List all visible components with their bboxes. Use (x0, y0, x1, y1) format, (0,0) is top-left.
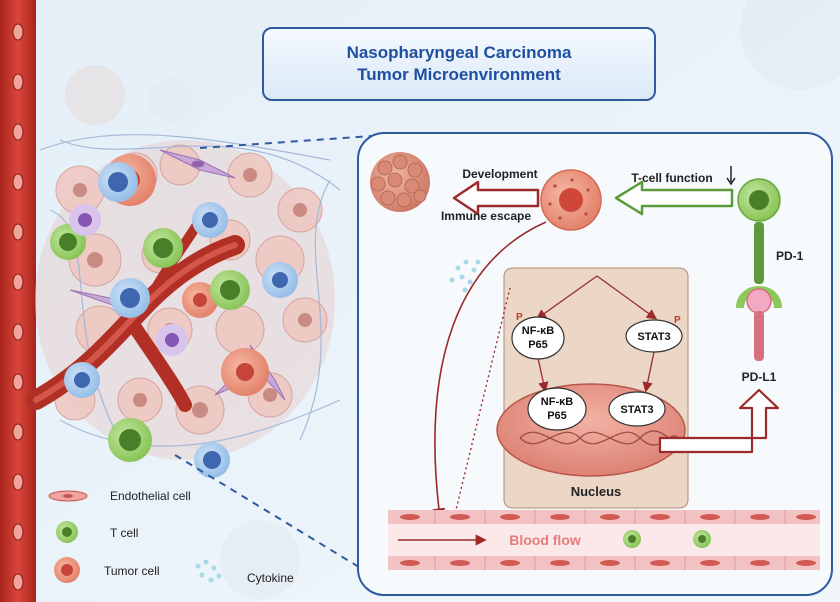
stat3-phospho-mark: P (674, 315, 681, 326)
signal-branch-arrows (535, 275, 658, 393)
vessel-t-cells (623, 530, 711, 548)
legend-endothelial-icon (48, 490, 88, 502)
pdl1-ligand (746, 288, 772, 361)
legend-t-cell-label: T cell (110, 526, 138, 540)
legend: Endothelial cell T cell Tumor cell Cytok… (48, 489, 294, 585)
development-arrow (452, 180, 540, 216)
nfkb-lower-node (527, 387, 587, 431)
legend-t-cell-icon (56, 521, 78, 543)
t-cells-cluster (50, 224, 250, 462)
legend-endothelial-label: Endothelial cell (110, 489, 191, 503)
stat3-upper-node (625, 319, 683, 353)
blood-flow-label: Blood flow (509, 532, 581, 548)
immune-cells-cluster (64, 162, 298, 478)
nfkb-phospho-mark: P (516, 312, 523, 323)
tumor-mass (370, 152, 430, 212)
nfkb-upper-line1: NF-κB (522, 325, 554, 337)
stat3-lower-label: STAT3 (620, 404, 653, 416)
immune-escape-label: Immune escape (441, 209, 531, 223)
legend-cytokine-label: Cytokine (247, 571, 294, 585)
nucleus-label: Nucleus (571, 484, 622, 499)
nfkb-lower-line2: P65 (547, 410, 567, 422)
nfkb-lower-line1: NF-κB (541, 396, 573, 408)
legend-tumor-cell-icon (54, 557, 80, 583)
artery (0, 0, 36, 602)
nfkb-upper-line2: P65 (528, 339, 548, 351)
t-cell-detail (737, 178, 781, 222)
decrease-arrow-icon (726, 166, 736, 186)
legend-cytokine-icon (195, 559, 222, 583)
blood-vessel (388, 510, 820, 570)
title-line2: Tumor Microenvironment (357, 65, 561, 84)
nfkb-upper-node (511, 316, 565, 360)
t-cell-function-label: T-cell function (631, 171, 712, 185)
cytokine-dots (449, 259, 481, 293)
pdl1-label: PD-L1 (742, 370, 777, 384)
title-box: Nasopharyngeal Carcinoma Tumor Microenvi… (262, 27, 656, 101)
tumor-to-vessel-arrow (432, 221, 547, 522)
tumor-cell-detail (540, 169, 602, 231)
title-line1: Nasopharyngeal Carcinoma (346, 43, 572, 62)
zoom-lines (174, 135, 373, 576)
t-cell-inhibition-arrow (614, 180, 734, 216)
stat3-upper-label: STAT3 (637, 331, 670, 343)
pd1-label: PD-1 (776, 249, 804, 263)
tumor-microenvironment-cluster (26, 134, 341, 478)
pdl1-expression-arrow (658, 388, 780, 454)
stat3-lower-node (608, 391, 666, 427)
development-label: Development (462, 167, 537, 181)
legend-tumor-cell-label: Tumor cell (104, 564, 160, 578)
